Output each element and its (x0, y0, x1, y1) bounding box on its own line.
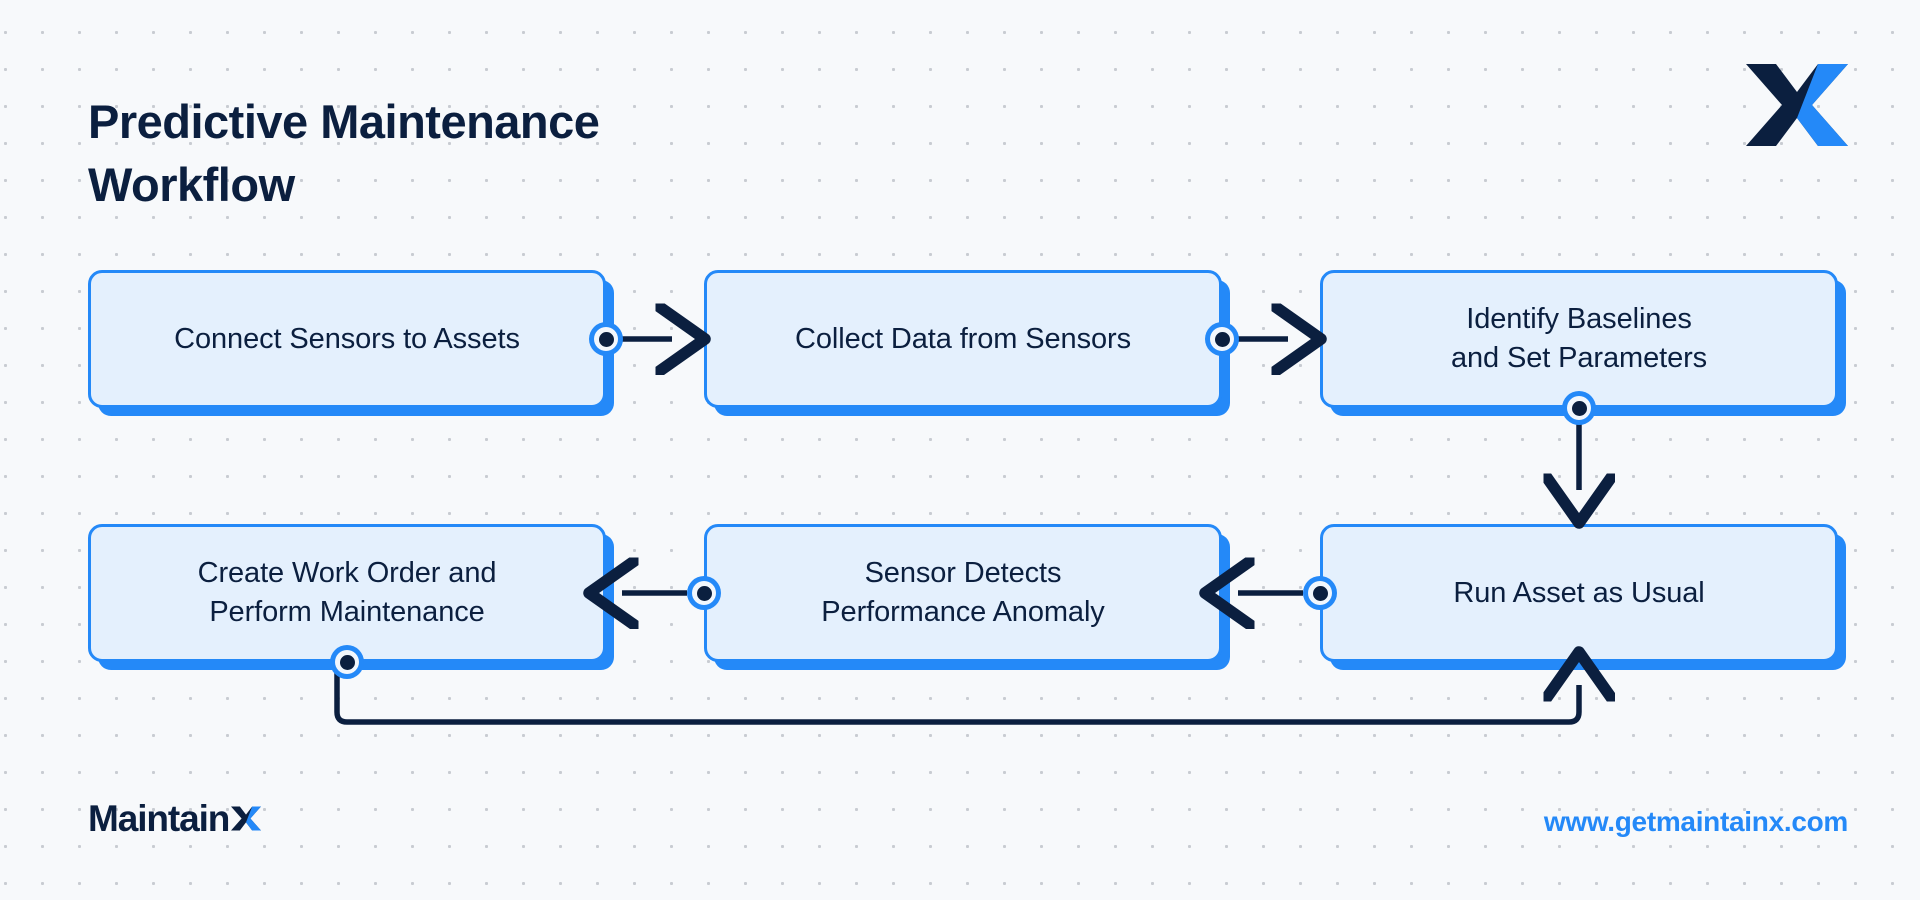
maintainx-wordmark-logo: Maintain (88, 796, 262, 840)
flow-node-label: Create Work Order and Perform Maintenanc… (197, 557, 497, 628)
connector-dot-connect-right (589, 322, 623, 356)
website-url[interactable]: www.getmaintainx.com (1543, 806, 1848, 837)
maintainx-x-mark-icon (231, 805, 262, 831)
flow-node-sensor-detects-anomaly[interactable]: Sensor Detects Performance Anomaly (704, 524, 1222, 662)
flow-node-label: Connect Sensors to Assets (174, 322, 520, 355)
flow-node-label: Run Asset as Usual (1453, 576, 1705, 609)
brand-word: Maintain (88, 797, 230, 839)
flow-node-run-asset-as-usual[interactable]: Run Asset as Usual (1320, 524, 1838, 662)
flow-node-identify-baselines[interactable]: Identify Baselines and Set Parameters (1320, 270, 1838, 408)
connector-dot-workorder-bottom (330, 645, 364, 679)
connector-dot-baselines-bottom (1562, 391, 1596, 425)
flow-node-label: Sensor Detects Performance Anomaly (821, 557, 1105, 628)
flow-node-connect-sensors-to-assets[interactable]: Connect Sensors to Assets (88, 270, 606, 408)
connector-dot-run-left (1303, 576, 1337, 610)
maintainx-x-mark-icon (1746, 64, 1848, 146)
page-title: Predictive Maintenance Workflow (88, 95, 600, 211)
arrow-workorder-to-run-loop (334, 662, 1579, 725)
flow-node-collect-data-from-sensors[interactable]: Collect Data from Sensors (704, 270, 1222, 408)
flow-node-create-work-order[interactable]: Create Work Order and Perform Maintenanc… (88, 524, 606, 662)
connector-dot-anomaly-left (687, 576, 721, 610)
flow-node-label: Collect Data from Sensors (795, 322, 1131, 355)
connector-dot-collect-right (1205, 322, 1239, 356)
flow-node-label: Identify Baselines and Set Parameters (1450, 303, 1708, 374)
